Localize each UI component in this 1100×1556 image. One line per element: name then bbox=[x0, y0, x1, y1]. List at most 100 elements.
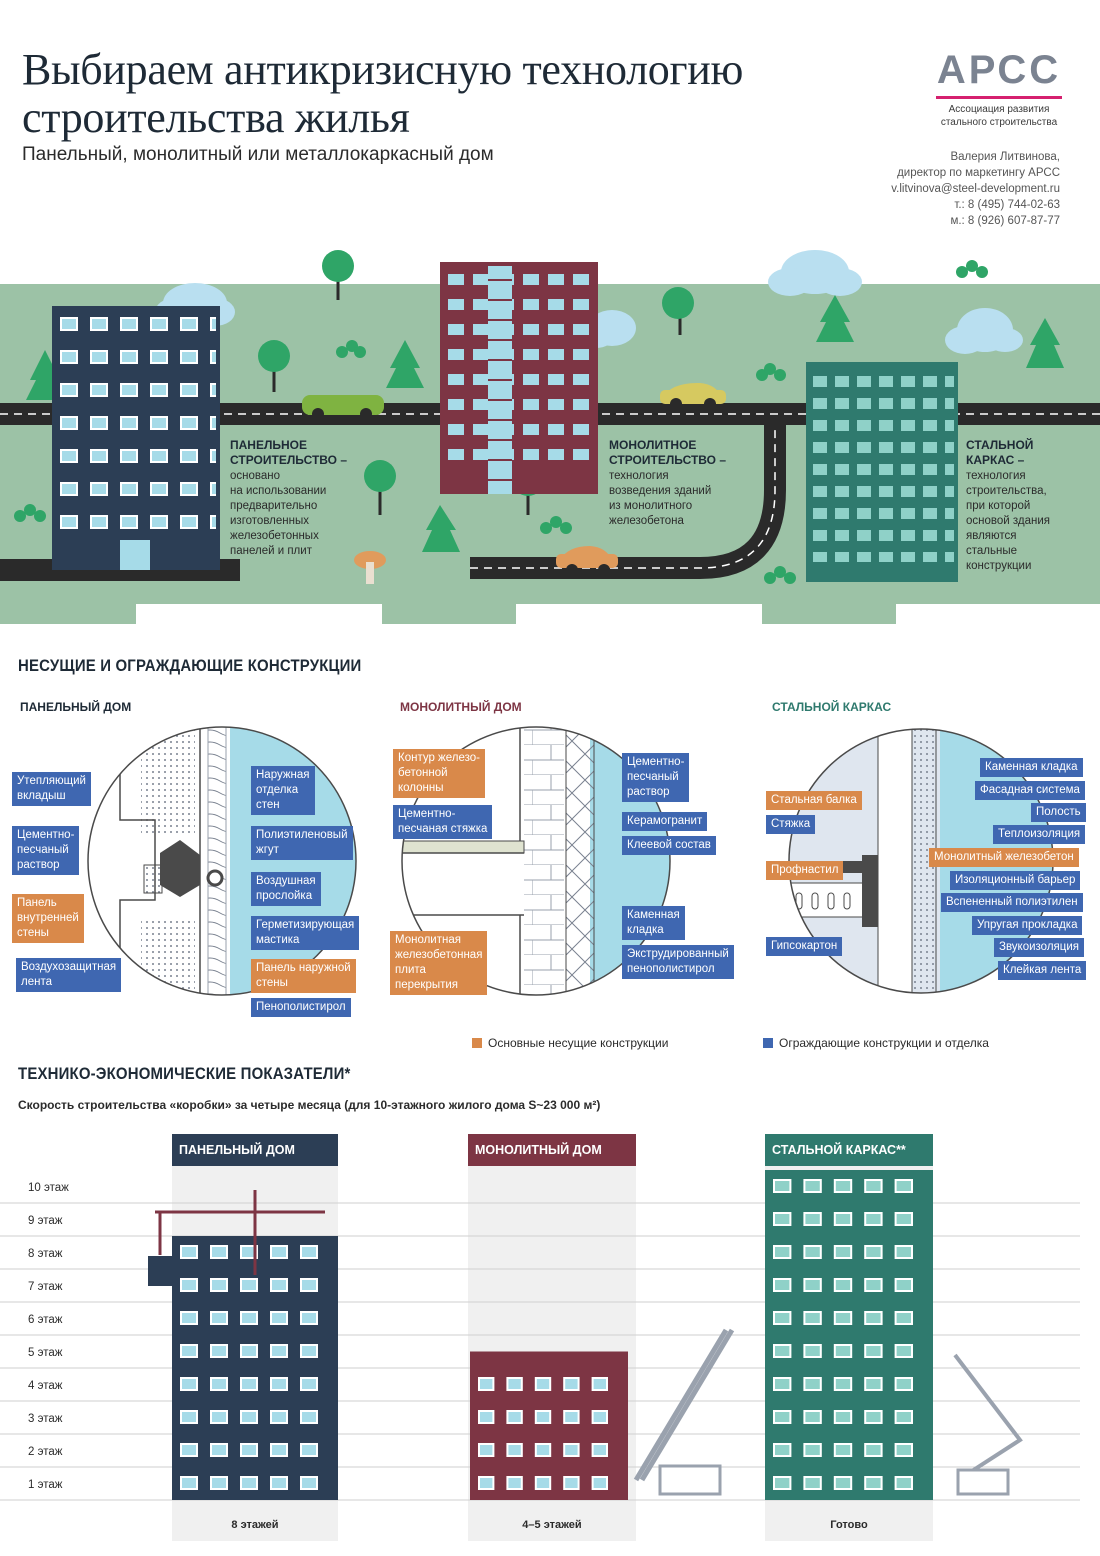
floor-label: 1 этаж bbox=[28, 1479, 63, 1491]
chart-window-glass bbox=[805, 1412, 820, 1422]
chart-window-glass bbox=[212, 1280, 226, 1290]
chart-window-glass bbox=[593, 1445, 606, 1455]
scene-panel-line: предварительно bbox=[230, 500, 317, 512]
label-facade-system: Фасадная система bbox=[975, 781, 1085, 800]
chart-window-glass bbox=[775, 1313, 790, 1323]
label-thermal-insulation: Теплоизоляция bbox=[993, 825, 1086, 844]
scene-panel-line: изготовленных bbox=[230, 515, 309, 527]
chart-window-glass bbox=[302, 1313, 316, 1323]
crane-load-icon bbox=[148, 1256, 172, 1286]
chart-window-glass bbox=[480, 1478, 493, 1488]
floor-label: 8 этаж bbox=[28, 1248, 63, 1260]
chart-window-glass bbox=[565, 1412, 578, 1422]
chart-window-glass bbox=[302, 1445, 316, 1455]
chart-window-glass bbox=[593, 1379, 606, 1389]
chart-window-glass bbox=[775, 1346, 790, 1356]
chart-window-glass bbox=[302, 1478, 316, 1488]
chart-window-glass bbox=[212, 1445, 226, 1455]
contact-email[interactable]: v.litvinova@steel-development.ru bbox=[891, 183, 1060, 195]
scene-panel-line: основано bbox=[230, 470, 280, 482]
label-outer-wall-panel: Панель наружной стены bbox=[251, 959, 356, 993]
chart-window-glass bbox=[302, 1247, 316, 1257]
label-foamed-polyethylene: Вспененный полиэтилен bbox=[941, 893, 1083, 912]
label-monolithic-concrete: Монолитный железобетон bbox=[929, 848, 1079, 867]
chart-window-glass bbox=[508, 1478, 521, 1488]
contact-position: директор по маркетингу АРСС bbox=[897, 167, 1060, 179]
label-drywall: Гипсокартон bbox=[766, 937, 843, 956]
chart-window-glass bbox=[835, 1214, 851, 1224]
scene-steel-line: основой здания bbox=[966, 515, 1050, 527]
label-steel-beam: Стальная балка bbox=[766, 791, 862, 810]
chart-window-glass bbox=[866, 1214, 881, 1224]
scene-panel-line: на использовании bbox=[230, 485, 326, 497]
chart-window-glass bbox=[565, 1478, 578, 1488]
chart-window-glass bbox=[835, 1412, 851, 1422]
svg-text:КАРКАС –: КАРКАС – bbox=[966, 453, 1025, 467]
chart-window-glass bbox=[775, 1379, 790, 1389]
monolith-house-subheading: МОНОЛИТНЫЙ ДОМ bbox=[400, 700, 522, 714]
chart-window-glass bbox=[805, 1280, 820, 1290]
legend-bearing-swatch bbox=[472, 1038, 482, 1048]
label-isolation-barrier: Изоляционный барьер bbox=[950, 871, 1081, 890]
chart-window-glass bbox=[536, 1412, 550, 1422]
chart-window-glass bbox=[896, 1412, 911, 1422]
chart-window-glass bbox=[182, 1247, 196, 1257]
legend-enclosing: Ограждающие конструкции и отделка bbox=[763, 1036, 989, 1050]
indicators-subheading: Скорость строительства «коробки» за четы… bbox=[18, 1098, 601, 1112]
label-insulating-insert: Утепляющий вкладыш bbox=[12, 772, 91, 806]
label-screed: Цементно- песчаная стяжка bbox=[393, 805, 493, 839]
chart-window-glass bbox=[242, 1346, 256, 1356]
chart-window-glass bbox=[805, 1346, 820, 1356]
chart-window-glass bbox=[272, 1412, 286, 1422]
chart-window-glass bbox=[565, 1445, 578, 1455]
structures-heading: НЕСУЩИЕ И ОГРАЖДАЮЩИЕ КОНСТРУКЦИИ bbox=[18, 656, 362, 675]
chart-window-glass bbox=[242, 1280, 256, 1290]
chart-window-glass bbox=[508, 1412, 521, 1422]
panel-house-subheading: ПАНЕЛЬНЫЙ ДОМ bbox=[20, 700, 132, 714]
chart-window-glass bbox=[835, 1379, 851, 1389]
chart-window-glass bbox=[536, 1379, 550, 1389]
label-mono-cement-mortar: Цементно- песчаный раствор bbox=[622, 753, 690, 802]
chart-value-label: 8 этажей bbox=[172, 1509, 338, 1541]
chart-window-glass bbox=[835, 1181, 851, 1191]
chart-column-header: СТАЛЬНОЙ КАРКАС** bbox=[765, 1134, 933, 1166]
chart-window-glass bbox=[480, 1445, 493, 1455]
chart-window-glass bbox=[182, 1280, 196, 1290]
chart-window-glass bbox=[182, 1346, 196, 1356]
scene-steel-line: технология bbox=[966, 470, 1026, 482]
chart-window-glass bbox=[593, 1412, 606, 1422]
chart-value-label: Готово bbox=[765, 1509, 933, 1541]
scene-monolith-line: железобетона bbox=[609, 515, 684, 527]
chart-window-glass bbox=[212, 1379, 226, 1389]
label-stone-masonry: Каменная кладка bbox=[980, 758, 1083, 777]
chart-window-glass bbox=[896, 1445, 911, 1455]
label-exterior-finish: Наружная отделка стен bbox=[251, 766, 315, 815]
chart-window-glass bbox=[805, 1214, 820, 1224]
legend-enclosing-swatch bbox=[763, 1038, 773, 1048]
label-extruded-polystyrene: Экструдированный пенополистирол bbox=[622, 945, 734, 979]
chart-window-glass bbox=[182, 1412, 196, 1422]
chart-window-glass bbox=[866, 1379, 881, 1389]
chart-window-glass bbox=[896, 1247, 911, 1257]
chart-window-glass bbox=[508, 1445, 521, 1455]
chart-window-glass bbox=[212, 1247, 226, 1257]
scene-steel-line: при которой bbox=[966, 500, 1030, 512]
chart-window-glass bbox=[508, 1379, 521, 1389]
chart-bar-1 bbox=[172, 1236, 338, 1500]
chart-window-glass bbox=[835, 1346, 851, 1356]
floor-label: 5 этаж bbox=[28, 1347, 63, 1359]
chart-value-label: 4–5 этажей bbox=[468, 1509, 636, 1541]
chart-window-glass bbox=[835, 1280, 851, 1290]
legend-enclosing-label: Ограждающие конструкции и отделка bbox=[779, 1036, 989, 1050]
chart-window-glass bbox=[866, 1313, 881, 1323]
chart-window-glass bbox=[302, 1379, 316, 1389]
chart-window-glass bbox=[775, 1214, 790, 1224]
legend-bearing-label: Основные несущие конструкции bbox=[488, 1036, 669, 1050]
chart-window-glass bbox=[212, 1412, 226, 1422]
label-polyethylene-cord: Полиэтиленовый жгут bbox=[251, 826, 353, 860]
scene-steel-line: строительства, bbox=[966, 485, 1047, 497]
chart-window-glass bbox=[272, 1379, 286, 1389]
chart-window-glass bbox=[835, 1313, 851, 1323]
crane-icon bbox=[633, 1328, 735, 1482]
page-subtitle: Панельный, монолитный или металлокаркасн… bbox=[22, 144, 494, 165]
